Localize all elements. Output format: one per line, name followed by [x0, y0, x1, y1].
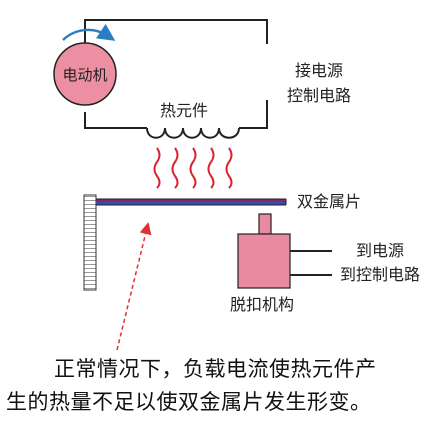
trip-mechanism-label: 脱扣机构	[230, 295, 294, 314]
heating-element-label: 热元件	[160, 101, 208, 120]
motor	[53, 42, 117, 106]
heat-waves	[153, 147, 233, 189]
connect-power-label: 接电源	[295, 61, 343, 80]
to-control-circuit-label: 到控制电路	[340, 265, 420, 284]
bimetal-strip	[96, 198, 287, 206]
wall-support	[83, 194, 97, 291]
control-circuit-label: 控制电路	[287, 86, 351, 105]
motor-label: 电动机	[62, 66, 107, 84]
rotation-arrow-icon	[62, 23, 116, 41]
dashed-pointer-arrow	[116, 222, 152, 351]
heating-element-coil	[146, 127, 240, 139]
trip-mechanism	[237, 213, 291, 289]
caption-line-2: 生的热量不足以使双金属片发生形变。	[6, 390, 372, 414]
to-power-label: 到电源	[356, 241, 404, 260]
bimetal-label: 双金属片	[297, 192, 361, 211]
caption-line-1: 正常情况下，负载电流使热元件产	[54, 357, 377, 381]
trip-output-wires	[290, 250, 332, 276]
